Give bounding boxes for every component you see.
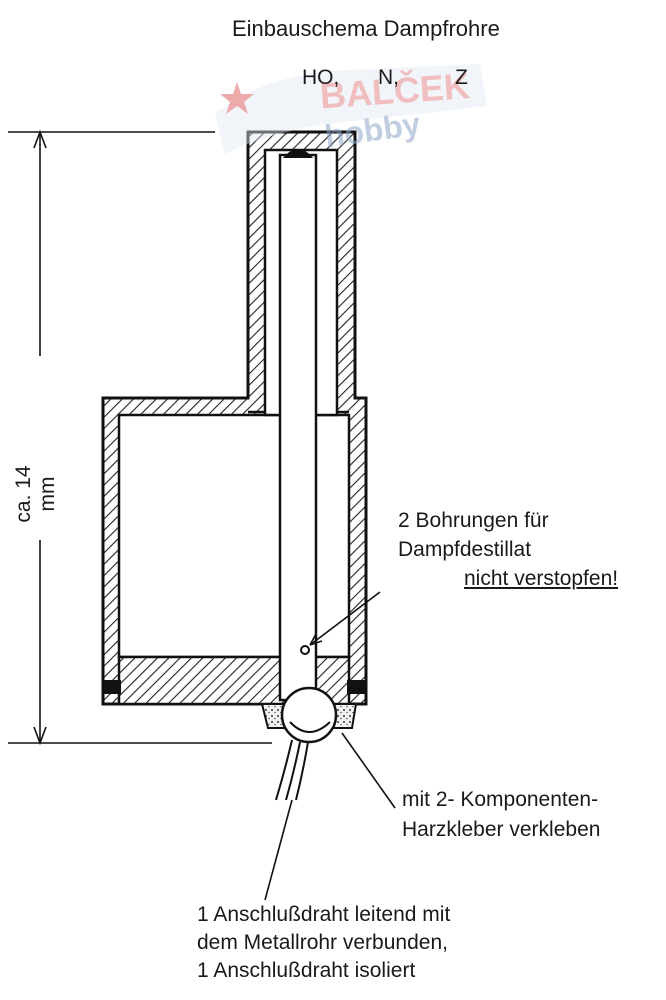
dimension-label: ca. 14 mm — [12, 465, 59, 523]
metal-tube — [278, 149, 318, 702]
callout-wires-line2: dem Metallrohr verbunden, — [197, 931, 448, 954]
leader-lines — [264, 591, 396, 901]
connection-wires — [275, 739, 309, 801]
bore-hole — [300, 645, 310, 655]
callout-wires-line1: 1 Anschlußdraht leitend mit — [197, 903, 451, 926]
model-ho: HO, — [302, 66, 340, 89]
watermark-logo: BALČEK hobby — [215, 64, 487, 154]
watermark-text-1: BALČEK — [319, 64, 472, 116]
diagram-title: Einbauschema Dampfrohre — [232, 16, 500, 41]
callout-bores-line1: 2 Bohrungen für — [398, 509, 549, 532]
callout-glue-line2: Harzkleber verkleben — [402, 818, 601, 841]
glue-joint — [260, 686, 358, 744]
model-n: N, — [378, 66, 399, 89]
callout-wires-line3: 1 Anschlußdraht isoliert — [197, 959, 416, 982]
housing — [101, 130, 368, 706]
model-z: Z — [455, 66, 468, 89]
ball-terminal — [280, 686, 338, 744]
callout-bores-line2: Dampfdestillat — [398, 538, 532, 561]
callout-bores-warning: nicht verstopfen! — [464, 567, 619, 590]
dimension-marker — [8, 129, 272, 746]
callout-glue-line1: mit 2- Komponenten- — [402, 788, 599, 811]
